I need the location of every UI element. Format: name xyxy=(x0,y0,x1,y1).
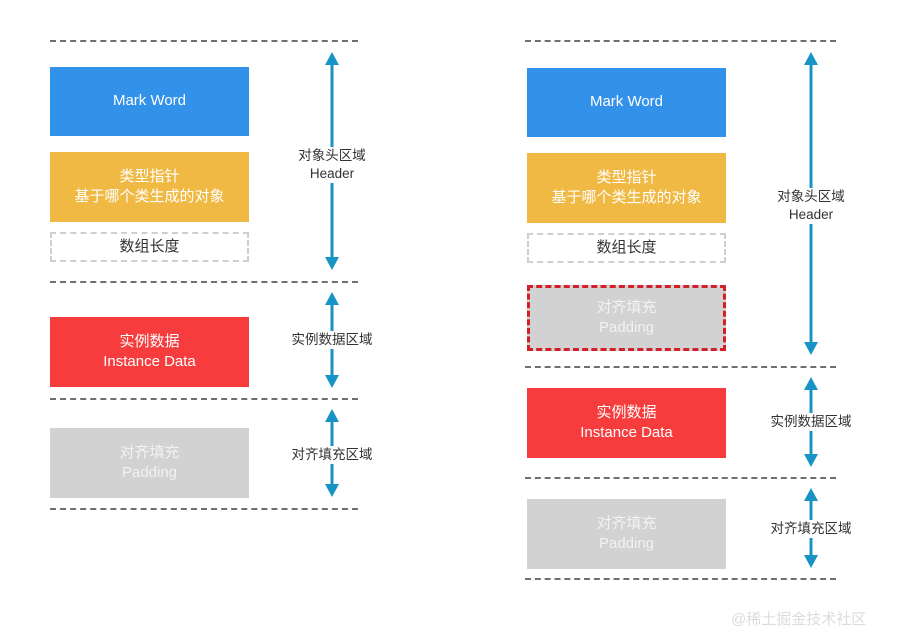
left-separator-header-instance xyxy=(50,281,358,283)
right-klass-pointer-label: 类型指针 xyxy=(596,168,657,186)
right-caption-instance-data: 实例数据区域 xyxy=(767,413,855,432)
left-caption-instance-data: 实例数据区域 xyxy=(288,331,376,350)
watermark: @稀土掘金技术社区 xyxy=(731,611,867,628)
left-instance-data-label: 实例数据 xyxy=(119,332,180,350)
left-block-mark-word: Mark Word xyxy=(50,67,249,136)
right-block-array-length: 数组长度 xyxy=(527,233,726,263)
right-caption-header-line2: Header xyxy=(788,207,834,223)
right-padding-label: 对齐填充 xyxy=(596,514,657,532)
left-instance-data-sublabel: Instance Data xyxy=(103,353,196,370)
left-array-length-label: 数组长度 xyxy=(119,237,180,255)
left-caption-header-line2: Header xyxy=(309,166,355,182)
right-block-padding: 对齐填充 Padding xyxy=(527,499,726,569)
right-caption-header: 对象头区域 Header xyxy=(767,188,855,225)
right-caption-padding-line1: 对齐填充区域 xyxy=(770,521,852,536)
right-separator-bottom xyxy=(525,578,836,580)
right-caption-header-line1: 对象头区域 xyxy=(777,189,845,204)
right-block-header-padding: 对齐填充 Padding xyxy=(527,285,726,351)
right-separator-header-instance xyxy=(525,366,836,368)
right-caption-padding: 对齐填充区域 xyxy=(767,520,855,539)
left-block-klass-pointer: 类型指针 基于哪个类生成的对象 xyxy=(50,152,249,222)
left-block-array-length: 数组长度 xyxy=(50,232,249,262)
left-klass-pointer-label: 类型指针 xyxy=(119,167,180,185)
right-padding-sublabel: Padding xyxy=(598,535,655,552)
right-instance-data-label: 实例数据 xyxy=(596,403,657,421)
left-caption-header-line1: 对象头区域 xyxy=(298,148,366,163)
right-block-mark-word: Mark Word xyxy=(527,68,726,137)
left-caption-padding-line1: 对齐填充区域 xyxy=(291,447,373,462)
left-mark-word-label: Mark Word xyxy=(112,92,187,110)
right-block-instance-data: 实例数据 Instance Data xyxy=(527,388,726,458)
left-separator-top xyxy=(50,40,358,42)
left-caption-header: 对象头区域 Header xyxy=(288,147,376,184)
left-separator-instance-padding xyxy=(50,398,358,400)
right-instance-data-sublabel: Instance Data xyxy=(580,424,673,441)
right-separator-instance-padding xyxy=(525,477,836,479)
left-padding-sublabel: Padding xyxy=(121,464,178,481)
right-caption-instance-data-line1: 实例数据区域 xyxy=(770,414,852,429)
left-separator-bottom xyxy=(50,508,358,510)
left-klass-pointer-sublabel: 基于哪个类生成的对象 xyxy=(74,188,225,205)
left-block-instance-data: 实例数据 Instance Data xyxy=(50,317,249,387)
right-block-klass-pointer: 类型指针 基于哪个类生成的对象 xyxy=(527,153,726,223)
left-block-padding: 对齐填充 Padding xyxy=(50,428,249,498)
right-mark-word-label: Mark Word xyxy=(589,93,664,111)
right-header-padding-sublabel: Padding xyxy=(598,319,655,336)
right-header-padding-label: 对齐填充 xyxy=(596,298,657,316)
right-separator-top xyxy=(525,40,836,42)
left-caption-instance-data-line1: 实例数据区域 xyxy=(291,332,373,347)
left-padding-label: 对齐填充 xyxy=(119,443,180,461)
left-caption-padding: 对齐填充区域 xyxy=(288,446,376,465)
right-klass-pointer-sublabel: 基于哪个类生成的对象 xyxy=(551,189,702,206)
right-array-length-label: 数组长度 xyxy=(596,238,657,256)
